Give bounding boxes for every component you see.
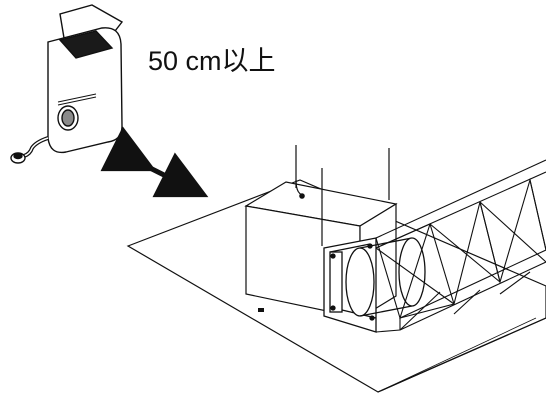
device-knob-icon <box>61 109 75 127</box>
double-arrow-icon <box>100 126 209 198</box>
device-top-panel <box>58 30 114 59</box>
floor-marker <box>258 308 264 312</box>
device-vent-icon <box>57 93 97 106</box>
distance-arrow <box>100 126 209 198</box>
front-frame <box>323 237 426 333</box>
detector-device <box>10 4 124 164</box>
truss-arm <box>375 159 546 333</box>
distance-label: 50 cm以上 <box>148 46 276 76</box>
